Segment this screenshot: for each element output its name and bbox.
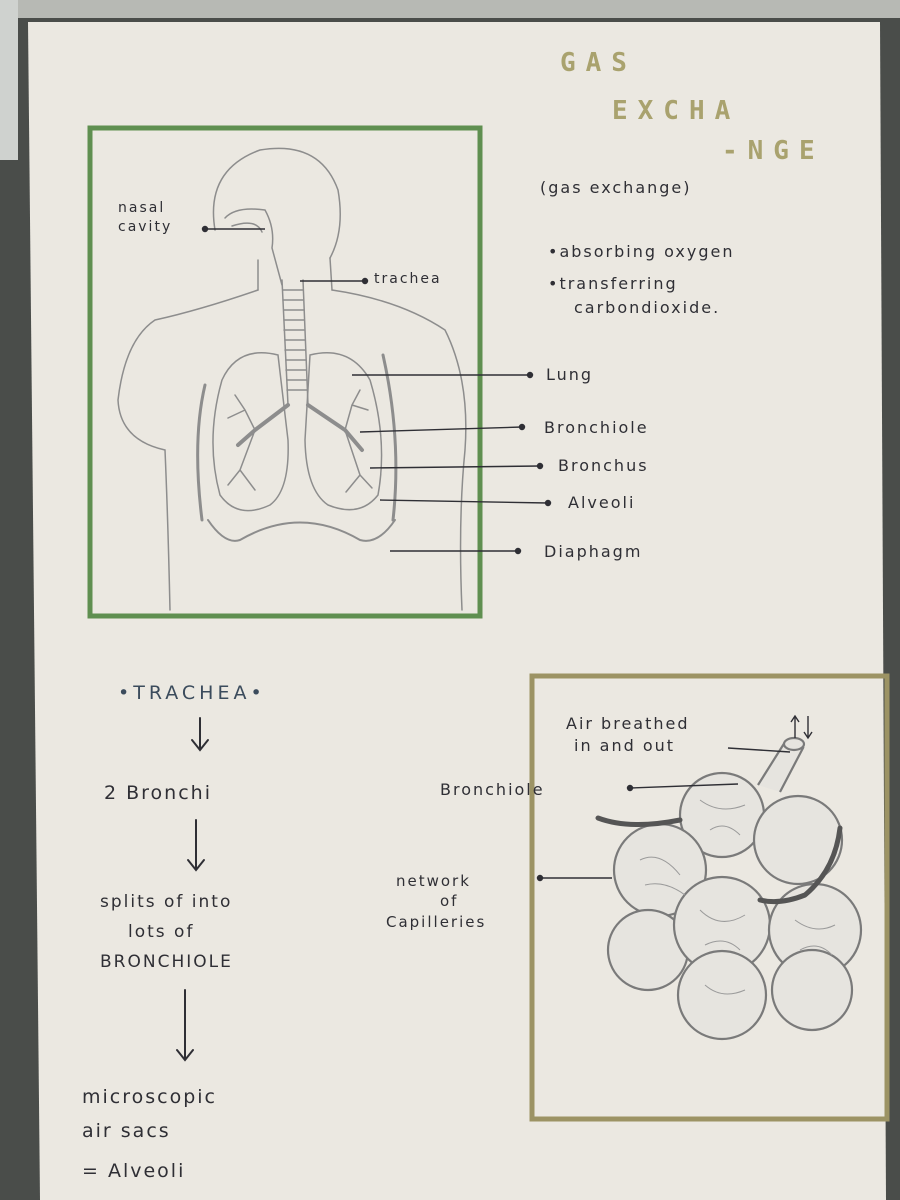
label-bronchus: Bronchus xyxy=(558,456,649,475)
title-line-2: EXCHA xyxy=(612,96,741,126)
neck-outline xyxy=(257,257,333,291)
flow-microscopic-line-2: air sacs xyxy=(82,1120,171,1142)
alveolus-vein xyxy=(699,799,746,836)
trachea-tube xyxy=(281,279,309,406)
label-air-line-1: Air breathed xyxy=(566,714,690,733)
label-bronchiole: Bronchiole xyxy=(544,418,649,437)
pointer-dot-network xyxy=(536,874,544,882)
arrow-down-icon xyxy=(187,819,205,872)
alveolus-vein xyxy=(639,856,686,896)
pointer-bronchiole xyxy=(359,426,523,433)
flow-microscopic-line-3: = Alveoli xyxy=(82,1160,186,1182)
note-point-1: •absorbing oxygen xyxy=(548,242,735,261)
left-lung xyxy=(212,352,289,512)
pointer-dot-nasal xyxy=(201,225,209,233)
nasal-passage-inner xyxy=(231,222,263,233)
label-network: network xyxy=(396,872,471,890)
label-lung: Lung xyxy=(546,365,594,384)
label-trachea: trachea xyxy=(374,271,442,287)
diaphragm-outline xyxy=(207,519,396,542)
alveolus-vein xyxy=(699,909,746,951)
up-down-arrows-icon xyxy=(790,714,813,740)
left-chest-wall xyxy=(196,383,207,522)
label-capilleries: Capilleries xyxy=(386,913,487,931)
capillary xyxy=(595,815,683,827)
flow-splits-line-3: BRONCHIOLE xyxy=(100,952,233,972)
flow-bronchi: 2 Bronchi xyxy=(104,782,212,804)
flow-splits-line-2: lots of xyxy=(128,922,195,942)
alveoli-pointers xyxy=(536,714,813,882)
alveolus-vein xyxy=(794,919,836,956)
pointer-dot-diaphragm xyxy=(514,547,522,555)
alveoli-diagram-frame xyxy=(529,673,890,1122)
right-bronchioles xyxy=(344,389,373,493)
notebook-page xyxy=(28,22,886,1200)
arrow-down-icon xyxy=(191,717,209,752)
trachea-rings xyxy=(282,289,308,391)
label-of: of xyxy=(440,892,459,910)
title-line-1: GAS xyxy=(560,48,637,78)
alveolus-vein xyxy=(704,984,746,995)
pointer-dot-trachea xyxy=(361,277,369,285)
label-bronchiole-2: Bronchiole xyxy=(440,780,545,799)
pointer-dot-alveoli xyxy=(544,499,552,507)
alveolus xyxy=(676,949,768,1041)
pointer-bronchus xyxy=(369,465,541,469)
alveoli-texture xyxy=(639,799,836,995)
label-cavity: cavity xyxy=(118,219,173,235)
right-shoulder-arm xyxy=(331,289,467,611)
left-edge-paper xyxy=(0,0,18,160)
label-diaphragm: Diaphagm xyxy=(544,542,643,561)
nasal-passage xyxy=(224,208,283,286)
pointer-dot-lung xyxy=(526,371,534,379)
capillary xyxy=(757,825,843,905)
flow-microscopic-line-1: microscopic xyxy=(82,1086,218,1108)
pointer-bronchiole-2 xyxy=(629,783,739,789)
left-shoulder-arm xyxy=(117,289,259,611)
respiratory-pointers xyxy=(201,225,552,555)
capillary-vessels xyxy=(595,815,843,905)
top-surface xyxy=(0,0,900,18)
flow-trachea: •TRACHEA• xyxy=(118,682,266,704)
air-tube-opening xyxy=(782,736,806,752)
respiratory-diagram-frame xyxy=(87,125,483,619)
arrow-down-icon xyxy=(176,989,194,1062)
pointer-dot-bronchiole xyxy=(518,423,526,431)
pointer-air xyxy=(727,747,791,753)
pointer-alveoli xyxy=(379,499,549,504)
label-nasal: nasal xyxy=(118,200,166,216)
alveolus xyxy=(752,794,844,886)
title-line-3: -NGE xyxy=(722,136,825,166)
left-bronchioles xyxy=(227,394,256,491)
note-point-2-line-2: carbondioxide. xyxy=(574,298,721,317)
flow-splits-line-1: splits of into xyxy=(100,892,233,912)
head-outline xyxy=(212,147,341,259)
alveolus xyxy=(770,948,854,1032)
label-air-line-2: in and out xyxy=(574,736,676,755)
note-definition: (gas exchange) xyxy=(540,178,692,197)
respiratory-system-drawing xyxy=(117,147,467,611)
pointer-dot-bronchus xyxy=(536,462,544,470)
right-lung xyxy=(304,352,383,511)
pointer-dot-bronchiole-2 xyxy=(626,784,634,792)
label-alveoli: Alveoli xyxy=(568,493,636,512)
note-point-2-line-1: •transferring xyxy=(548,274,678,293)
flow-arrows xyxy=(176,717,209,1062)
